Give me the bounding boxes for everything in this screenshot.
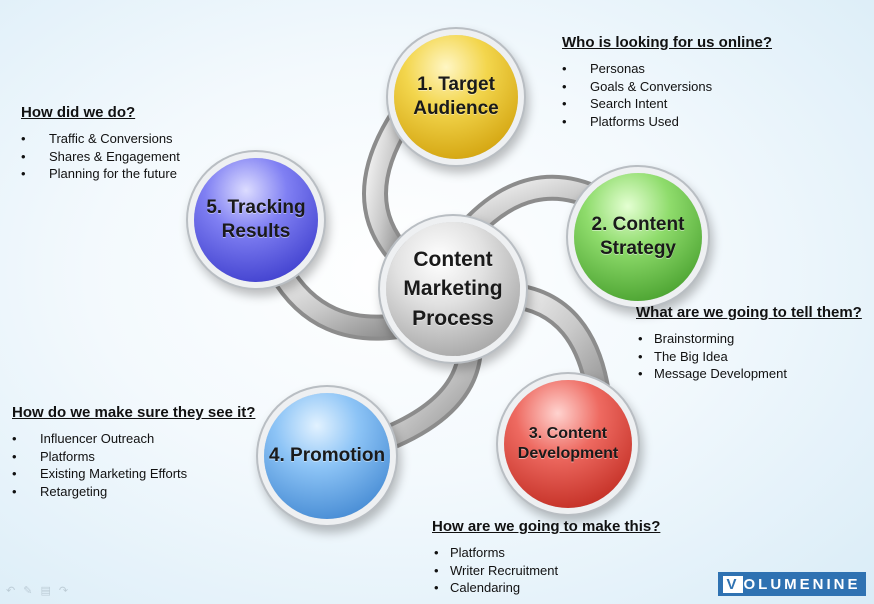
list-item: Calendaring xyxy=(434,579,660,597)
list-item: Goals & Conversions xyxy=(562,78,772,96)
pen-icon[interactable]: ✎ xyxy=(23,585,33,597)
list-item: Planning for the future xyxy=(21,165,180,183)
question-make-sure-list: Influencer Outreach Platforms Existing M… xyxy=(12,430,255,500)
step-promotion: 4. Promotion xyxy=(264,393,390,519)
back-arrow-icon[interactable]: ↶ xyxy=(6,585,16,597)
forward-arrow-icon[interactable]: ↷ xyxy=(58,585,69,597)
list-item: Existing Marketing Efforts xyxy=(12,465,255,483)
step-target-label: 1. Target Audience xyxy=(413,74,499,119)
step-content-strategy: 2. Content Strategy xyxy=(574,173,702,301)
logo-rest: LUMENINE xyxy=(758,575,861,593)
question-make-this-list: Platforms Writer Recruitment Calendaring xyxy=(434,544,660,597)
question-make-sure-heading: How do we make sure they see it? xyxy=(12,404,256,421)
slides-icon[interactable]: ▤ xyxy=(40,585,51,597)
list-item: Writer Recruitment xyxy=(434,562,660,580)
step-content-development: 3. Content Development xyxy=(504,380,632,508)
question-what-heading: What are we going to tell them? xyxy=(636,304,862,321)
step-development-label: 3. Content Development xyxy=(517,425,619,462)
logo-letter-v: V xyxy=(723,575,743,593)
question-make-this-block: How are we going to make this? Platforms… xyxy=(432,518,660,597)
question-make-this-heading: How are we going to make this? xyxy=(432,518,661,535)
center-hub: Content Marketing Process xyxy=(386,222,520,356)
question-what-block: What are we going to tell them? Brainsto… xyxy=(636,304,862,383)
step-promotion-label: 4. Promotion xyxy=(268,445,386,467)
question-who-block: Who is looking for us online? Personas G… xyxy=(562,34,772,130)
list-item: The Big Idea xyxy=(638,348,862,366)
question-who-list: Personas Goals & Conversions Search Inte… xyxy=(562,60,772,130)
list-item: Personas xyxy=(562,60,772,78)
list-item: Retargeting xyxy=(12,483,255,501)
list-item: Platforms xyxy=(434,544,660,562)
step-tracking-results: 5. Tracking Results xyxy=(194,158,318,282)
question-how-did-block: How did we do? Traffic & Conversions Sha… xyxy=(21,104,180,183)
question-what-list: Brainstorming The Big Idea Message Devel… xyxy=(638,330,862,383)
slideshow-toolbar: ↶ ✎ ▤ ↷ xyxy=(6,584,68,597)
question-how-did-heading: How did we do? xyxy=(21,104,136,121)
list-item: Traffic & Conversions xyxy=(21,130,180,148)
list-item: Search Intent xyxy=(562,95,772,113)
list-item: Influencer Outreach xyxy=(12,430,255,448)
list-item: Shares & Engagement xyxy=(21,148,180,166)
question-who-heading: Who is looking for us online? xyxy=(562,34,772,51)
logo-letter-o: O xyxy=(743,575,759,593)
center-label: Content Marketing Process xyxy=(403,247,503,330)
step-tracking-label: 5. Tracking Results xyxy=(206,197,306,242)
step-target-audience: 1. Target Audience xyxy=(394,35,518,159)
list-item: Message Development xyxy=(638,365,862,383)
list-item: Platforms Used xyxy=(562,113,772,131)
list-item: Brainstorming xyxy=(638,330,862,348)
question-make-sure-block: How do we make sure they see it? Influen… xyxy=(12,404,255,500)
step-strategy-label: 2. Content Strategy xyxy=(591,214,685,259)
list-item: Platforms xyxy=(12,448,255,466)
question-how-did-list: Traffic & Conversions Shares & Engagemen… xyxy=(21,130,180,183)
